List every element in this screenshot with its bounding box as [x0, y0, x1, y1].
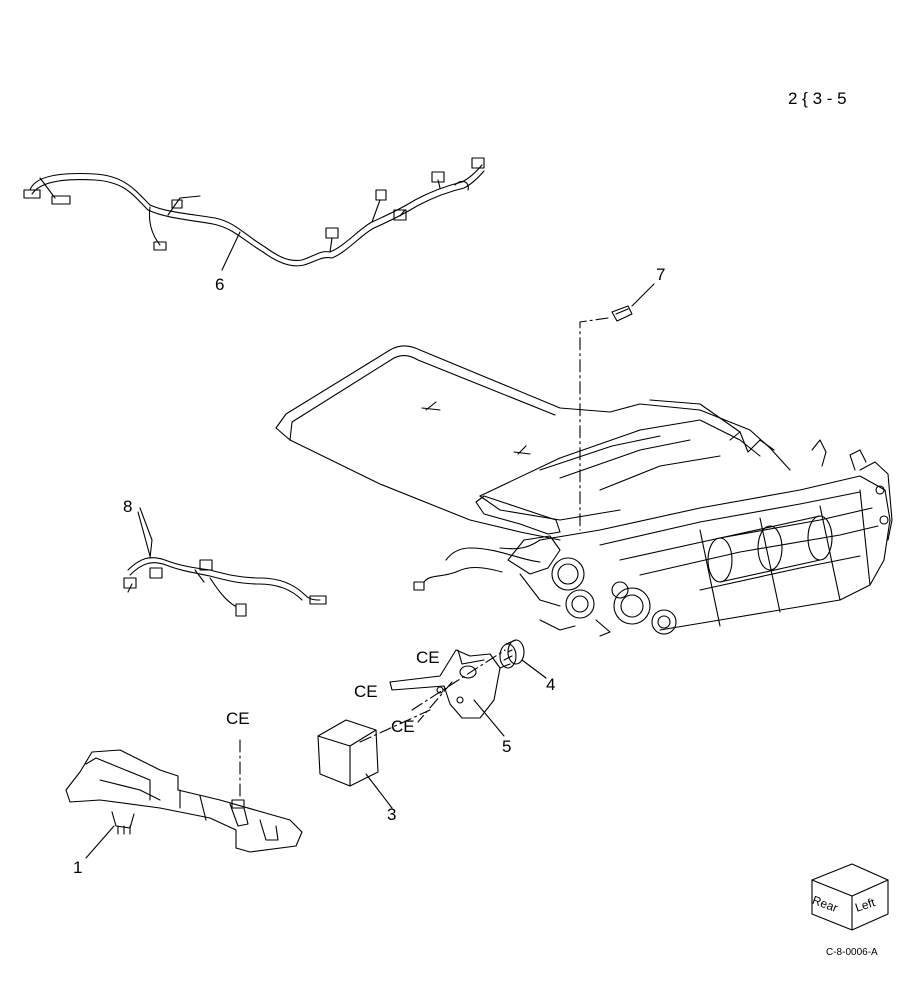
bracket-1 — [65, 739, 303, 859]
motor-3 — [317, 719, 393, 809]
wire-harness-8 — [123, 507, 327, 617]
main-frame-assembly — [275, 345, 893, 637]
sensor-7 — [579, 283, 655, 531]
callout-8: 8 — [123, 497, 133, 516]
leader-8 — [137, 511, 151, 557]
figure-reference: 2 { 3 - 5 — [788, 89, 847, 108]
bracket-5 — [389, 649, 505, 737]
figure-code: C-8-0006-A — [826, 947, 878, 958]
callout-3: 3 — [387, 805, 397, 824]
ce-label-upper: CE — [416, 648, 440, 667]
callout-4: 4 — [546, 675, 556, 694]
wire-harness-6 — [23, 157, 485, 271]
callout-7: 7 — [656, 265, 666, 284]
callout-6: 6 — [215, 275, 225, 294]
gear-4 — [359, 639, 547, 743]
callout-5: 5 — [502, 737, 512, 756]
ce-label-lower: CE — [391, 717, 415, 736]
orientation-cube — [811, 863, 889, 931]
ce-label-bracket: CE — [226, 709, 250, 728]
callout-1: 1 — [73, 858, 83, 877]
ce-label-left: CE — [354, 682, 378, 701]
